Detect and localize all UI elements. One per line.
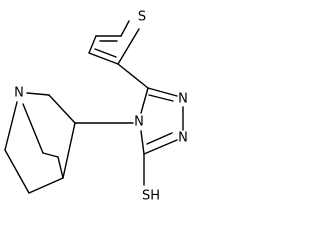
bond-bicyclic-c4-c3 [62, 122, 76, 179]
bond-triazole-n2-c3 [143, 139, 178, 155]
triazole-ring [140, 87, 184, 155]
bond-thiophene-c5-s [117, 28, 140, 65]
thiophene-ring [88, 20, 140, 65]
bond-thiophene-c4-c5 [88, 52, 119, 65]
bond-triazole-c5-n1 [147, 87, 178, 97]
bond-thiophene-to-triazole [117, 63, 149, 89]
atom-label-nitrogen-triazole-4: N [134, 115, 144, 130]
bond-triazole-c3-n4 [140, 130, 145, 155]
bond-bicyclic-n-c8 [22, 103, 44, 154]
atom-label-thiol: SH [142, 189, 160, 204]
bond-bicyclic-c3-c2 [48, 94, 76, 124]
quinuclidine-bicycle [4, 92, 76, 194]
bond-bicyclic-n-c6 [4, 101, 18, 151]
atom-label-nitrogen-triazole-1: N [178, 92, 188, 107]
bond-thiophene-s-c2 [120, 20, 130, 37]
bond-bicyclic-c2-n [26, 92, 50, 96]
bond-bicyclic-c5-c4 [28, 177, 64, 194]
chemical-structure-drawing: S N N N N SH [4, 10, 188, 204]
atom-labels: S N N N N SH [14, 10, 188, 204]
bond-bicyclic-c8-c7 [42, 152, 59, 158]
bond-thiophene-c3-c4 [88, 35, 97, 54]
bond-thiophene-c4-c5-double [94, 48, 117, 58]
atom-label-nitrogen-bicyclic: N [14, 86, 24, 101]
atom-label-nitrogen-triazole-2: N [178, 131, 188, 146]
bond-triazole-c5-n1-double [148, 94, 174, 102]
bond-triazole-n4-c5 [140, 87, 149, 114]
atom-label-sulfur-thiophene: S [138, 10, 146, 25]
bond-bicyclic-c7-c4 [57, 156, 64, 179]
bond-triazole-n2-c3-double [146, 132, 173, 145]
bond-bicyclic-c6-c5 [4, 149, 30, 194]
